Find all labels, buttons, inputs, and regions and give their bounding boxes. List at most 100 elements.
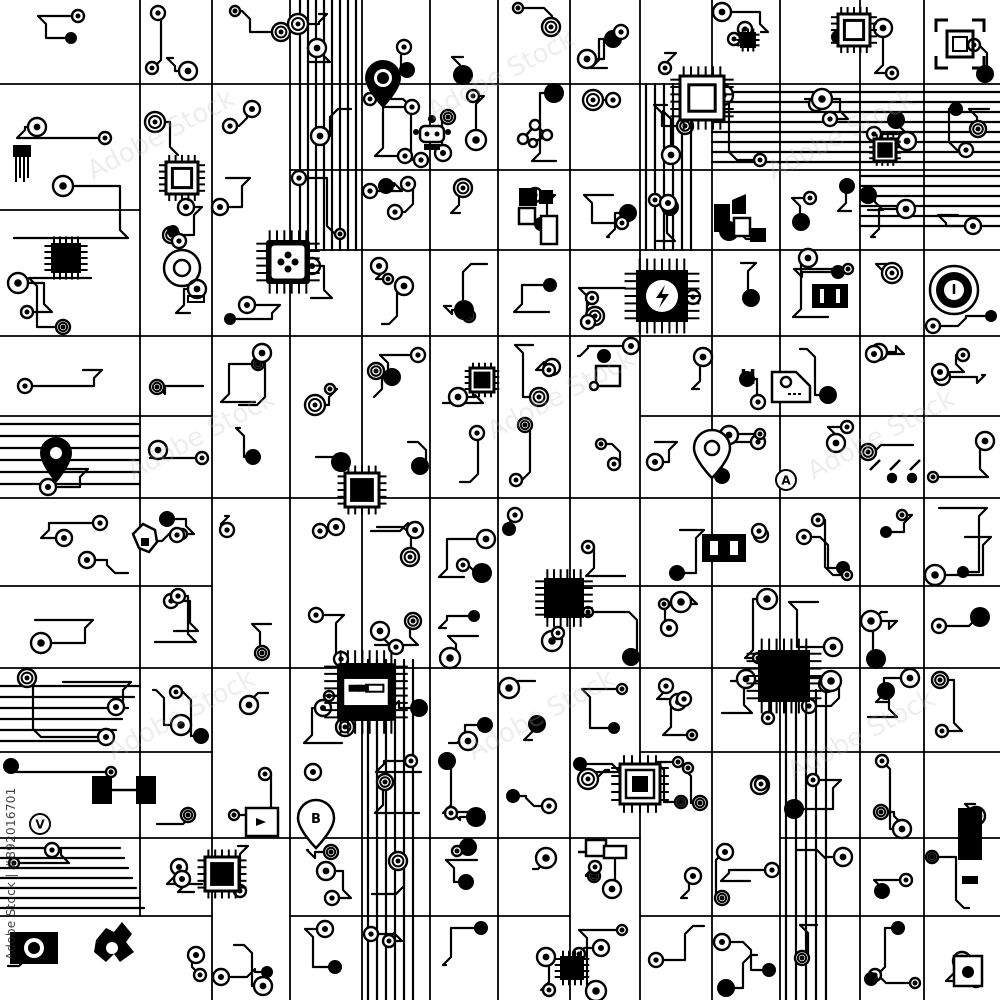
via-dot bbox=[528, 715, 546, 733]
solder-pad-center bbox=[454, 393, 462, 401]
solder-pad-center bbox=[278, 29, 284, 35]
via-dot bbox=[762, 963, 776, 977]
solder-pad-center bbox=[14, 279, 22, 287]
solder-pad-center bbox=[472, 136, 480, 144]
solder-pad-ring bbox=[862, 446, 874, 458]
solder-pad-center bbox=[675, 759, 681, 765]
solder-pad-center bbox=[197, 972, 203, 978]
speaker-icon bbox=[952, 954, 984, 988]
solder-pad-center bbox=[505, 684, 513, 692]
solder-pad-center bbox=[755, 439, 761, 445]
solder-pad-center bbox=[470, 93, 476, 99]
circuit-trace bbox=[450, 810, 486, 822]
circuit-trace bbox=[12, 184, 130, 240]
marker-a-label: A bbox=[781, 474, 791, 488]
solder-pad-center bbox=[152, 119, 158, 125]
microchip-icon bbox=[337, 465, 387, 515]
location-pin-icon bbox=[692, 428, 732, 480]
circuit-trace bbox=[36, 14, 80, 40]
solder-pad-center bbox=[59, 182, 67, 190]
solder-pad-center bbox=[867, 617, 875, 625]
circuit-trace bbox=[324, 869, 353, 900]
solder-pad-center bbox=[24, 675, 30, 681]
solder-pad-center bbox=[522, 422, 528, 428]
solder-pad-center bbox=[912, 980, 918, 986]
circuit-trace bbox=[884, 513, 914, 534]
solder-pad-center bbox=[328, 849, 334, 855]
circuit-trace bbox=[940, 373, 987, 385]
solder-pad-center bbox=[662, 65, 668, 71]
circuit-trace bbox=[27, 276, 93, 329]
circuit-trace bbox=[23, 368, 104, 388]
solder-pad-center bbox=[611, 461, 617, 467]
solder-pad-ring bbox=[57, 321, 69, 333]
at-sign-icon bbox=[162, 248, 205, 303]
circuit-trace bbox=[661, 109, 673, 157]
location-pin-icon bbox=[40, 437, 72, 483]
via-dot bbox=[819, 386, 837, 404]
solder-pad-center bbox=[899, 512, 905, 518]
solder-pad-ring bbox=[544, 20, 558, 34]
microchip-icon bbox=[830, 6, 878, 54]
solder-pad-center bbox=[37, 639, 45, 647]
circuit-trace bbox=[873, 926, 900, 977]
solder-pad-center bbox=[175, 863, 183, 871]
via-dot bbox=[328, 960, 342, 974]
solder-pad-center bbox=[231, 812, 237, 818]
circuit-trace bbox=[441, 393, 485, 405]
exclamation-icon: !! bbox=[739, 365, 757, 389]
circuit-trace bbox=[151, 688, 183, 727]
solder-pad-center bbox=[102, 733, 110, 741]
solder-pad-center bbox=[898, 825, 906, 833]
circuit-trace bbox=[869, 619, 899, 631]
circuit-trace bbox=[373, 105, 414, 158]
solder-pad-ring bbox=[442, 111, 454, 123]
solder-pad-center bbox=[598, 441, 604, 447]
blocks-icon bbox=[517, 188, 559, 246]
board-grid-line bbox=[0, 83, 1000, 917]
via-dot bbox=[866, 649, 886, 669]
solder-pad-ring bbox=[403, 550, 417, 564]
solder-pad-center bbox=[515, 5, 521, 11]
solder-pad-ring bbox=[586, 93, 600, 107]
solder-pad-ring bbox=[934, 674, 946, 686]
solder-pad-center bbox=[939, 728, 945, 734]
solder-pad-center bbox=[806, 703, 812, 709]
solder-pad-center bbox=[75, 13, 81, 19]
circuit-trace bbox=[937, 506, 989, 574]
via-dot bbox=[544, 83, 564, 103]
solder-pad-center bbox=[807, 195, 813, 201]
circuit-trace bbox=[654, 924, 706, 962]
via-dot bbox=[742, 289, 760, 307]
circuit-trace bbox=[582, 193, 624, 225]
circuit-trace bbox=[719, 868, 774, 883]
solder-pad-center bbox=[176, 238, 182, 244]
circuit-icons: B A V !! bbox=[10, 18, 986, 988]
solder-pad-center bbox=[661, 601, 667, 607]
solder-pad-center bbox=[721, 848, 729, 856]
circuit-trace bbox=[3, 762, 113, 774]
solder-pad-center bbox=[960, 352, 966, 358]
solder-pad-center bbox=[313, 44, 321, 52]
solder-pad-center bbox=[865, 449, 871, 455]
solder-pad-center bbox=[248, 105, 256, 113]
solder-pad-center bbox=[758, 781, 764, 787]
solder-pad-center bbox=[108, 769, 114, 775]
power-button-icon bbox=[928, 264, 980, 316]
solder-pad-center bbox=[375, 262, 383, 270]
solder-pad-center bbox=[699, 353, 707, 361]
solder-pad-center bbox=[175, 593, 181, 599]
solder-pad-center bbox=[763, 595, 771, 603]
solder-pad-ring bbox=[370, 365, 382, 377]
solder-pad-center bbox=[102, 135, 108, 141]
location-pin-icon bbox=[365, 60, 401, 108]
microchip-icon bbox=[736, 28, 760, 52]
circuit-trace bbox=[724, 953, 759, 990]
circuit-trace bbox=[297, 176, 342, 236]
via-dot bbox=[957, 566, 969, 578]
chip-pin-icon bbox=[131, 522, 159, 554]
microchip-icon bbox=[611, 755, 669, 813]
shield-icon bbox=[770, 370, 812, 404]
solder-pad-center bbox=[224, 527, 230, 533]
solder-pad-ring bbox=[407, 615, 419, 627]
